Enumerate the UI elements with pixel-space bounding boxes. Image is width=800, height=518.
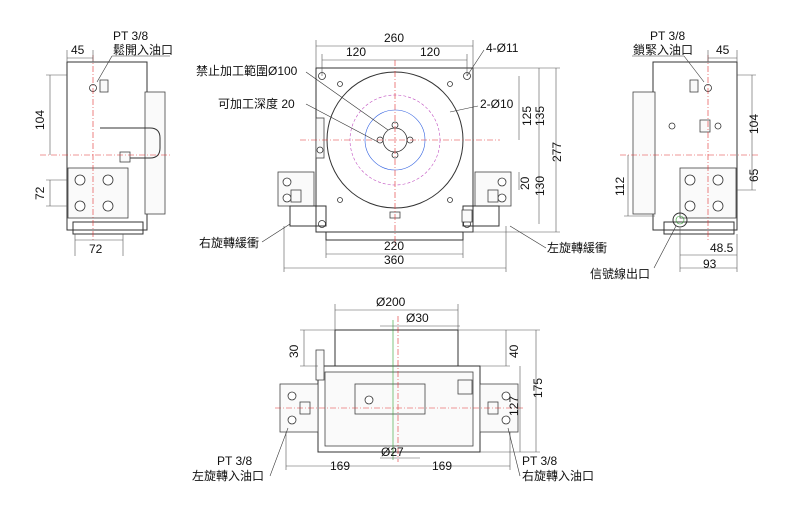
front-dim-277: 277 bbox=[550, 142, 564, 162]
bottom-left-port-1: PT 3/8 bbox=[217, 454, 252, 468]
bottom-dim-dia-200: Ø200 bbox=[376, 295, 406, 309]
right-signal-label: 信號線出口 bbox=[590, 266, 650, 281]
left-dim-72h: 72 bbox=[89, 242, 103, 256]
front-dim-260: 260 bbox=[384, 31, 404, 45]
bottom-dim-dia-27: Ø27 bbox=[381, 445, 404, 459]
bottom-left-port-2: 左旋轉入油口 bbox=[192, 468, 264, 483]
right-dim-48-5: 48.5 bbox=[710, 241, 734, 255]
front-dim-220: 220 bbox=[384, 239, 404, 253]
right-dim-top: 45 bbox=[716, 43, 730, 57]
front-view: 260 120 120 4-Ø11 2-Ø10 125 135 277 20 1… bbox=[196, 31, 607, 272]
front-dim-360: 360 bbox=[384, 253, 404, 267]
bottom-dim-175: 175 bbox=[531, 378, 545, 398]
front-dim-120-left: 120 bbox=[346, 45, 366, 59]
right-dim-104: 104 bbox=[747, 114, 761, 134]
left-dim-72v: 72 bbox=[33, 186, 47, 200]
bottom-dim-40: 40 bbox=[507, 344, 521, 358]
bottom-dim-dia-30: Ø30 bbox=[406, 311, 429, 325]
front-dim-120-right: 120 bbox=[420, 45, 440, 59]
right-side-view: 45 PT 3/8 鎖緊入油口 104 112 65 48.5 93 信號線出口 bbox=[590, 29, 761, 281]
right-dim-112: 112 bbox=[613, 177, 627, 196]
bottom-dim-169-left: 169 bbox=[330, 459, 350, 473]
bottom-right-port-1: PT 3/8 bbox=[522, 454, 557, 468]
front-label-left-buffer: 左旋轉緩衝 bbox=[547, 240, 607, 255]
bottom-right-port-2: 右旋轉入油口 bbox=[522, 468, 594, 483]
right-dim-93: 93 bbox=[703, 257, 717, 271]
bottom-dim-127: 127 bbox=[507, 396, 521, 416]
left-dim-top: 45 bbox=[71, 43, 85, 57]
right-dim-65: 65 bbox=[747, 168, 761, 182]
front-dim-pins: 2-Ø10 bbox=[480, 97, 514, 111]
right-port-label-1: PT 3/8 bbox=[650, 29, 685, 43]
left-dim-104: 104 bbox=[33, 110, 47, 130]
bottom-dim-169-right: 169 bbox=[432, 459, 452, 473]
front-dim-20: 20 bbox=[518, 176, 532, 190]
front-dim-holes: 4-Ø11 bbox=[486, 41, 519, 55]
front-label-right-buffer: 右旋轉緩衝 bbox=[199, 235, 259, 250]
front-dim-125: 125 bbox=[520, 106, 534, 126]
left-port-label-2: 鬆開入油口 bbox=[113, 42, 173, 57]
front-label-no-machining: 禁止加工範圍Ø100 bbox=[196, 63, 298, 78]
front-label-depth: 可加工深度 20 bbox=[218, 96, 295, 111]
right-port-label-2: 鎖緊入油口 bbox=[633, 42, 693, 57]
left-port-label-1: PT 3/8 bbox=[113, 29, 148, 43]
bottom-view: Ø200 Ø30 30 40 127 175 Ø27 169 169 PT 3/… bbox=[192, 295, 594, 483]
left-side-view: 45 104 72 72 PT 3/8 鬆開入油口 bbox=[33, 29, 173, 256]
front-dim-130: 130 bbox=[533, 176, 547, 196]
bottom-dim-30: 30 bbox=[287, 344, 301, 358]
front-dim-135: 135 bbox=[533, 106, 547, 126]
